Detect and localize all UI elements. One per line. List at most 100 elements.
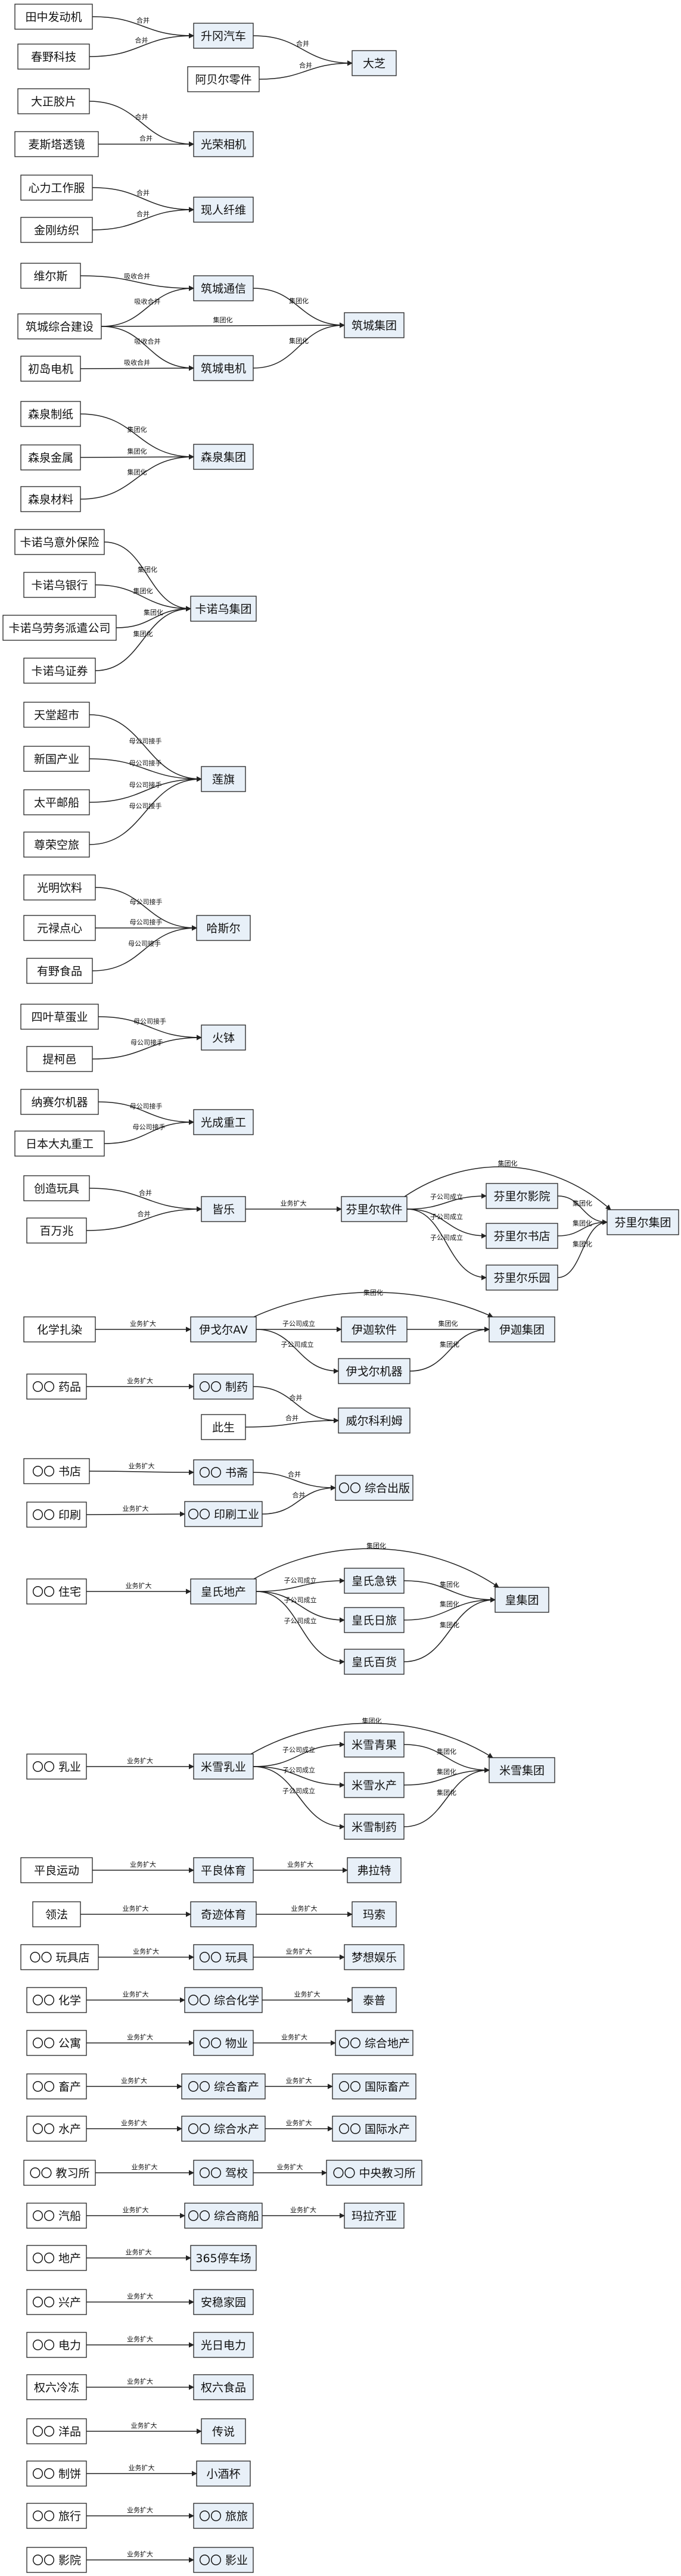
company-node-box: [26, 2418, 87, 2444]
company-node-hirayoshi: 平良运动: [20, 1857, 93, 1883]
company-node-box: [193, 1753, 254, 1780]
company-node-box: [344, 1607, 405, 1633]
company-node-box: [20, 401, 81, 427]
company-node-ou-g: 皇集团: [495, 1587, 549, 1613]
company-node-box: [190, 1316, 257, 1342]
company-node-oo-chem: 〇〇 化学: [26, 1987, 87, 2013]
company-node-nasel: 纳赛尔机器: [20, 1089, 99, 1115]
edge-line: [403, 1744, 490, 1773]
company-node-oo-livestock3: 〇〇 国际畜产: [332, 2073, 416, 2100]
company-node-label: 皆乐: [212, 1203, 235, 1216]
company-node-ryoho: 领法: [32, 1901, 81, 1927]
company-node-label: 〇〇 驾校: [199, 2167, 248, 2180]
edge-label: 母公司接手: [133, 1123, 166, 1131]
company-node-box: [332, 2116, 416, 2142]
company-node-label: 太平邮船: [34, 796, 79, 809]
company-node-box: [26, 1502, 87, 1528]
edge-line: [95, 584, 191, 612]
company-node-box: [23, 658, 96, 684]
company-node-kanou-i: 卡诺乌意外保险: [14, 529, 105, 555]
edge-label: 业务扩大: [290, 2206, 316, 2214]
company-node-mori-g: 森泉集团: [193, 444, 254, 470]
edge-label: 业务扩大: [286, 1947, 312, 1955]
edge-oo-shoten-to-oo-shobo: 业务扩大: [89, 1462, 194, 1475]
company-node-label: 皇氏急铁: [352, 1575, 397, 1588]
company-node-box: [20, 444, 81, 471]
edge-kiseki-to-masu: 业务扩大: [256, 1904, 353, 1917]
edge-ou-rail-to-ou-g: 集团化: [403, 1580, 496, 1603]
edge-line: [89, 101, 194, 147]
company-node-label: 森泉材料: [28, 493, 73, 506]
company-node-tendo: 天堂超市: [23, 702, 90, 728]
company-node-oo-toy: 〇〇 玩具店: [20, 1944, 99, 1970]
edge-igor-machine-to-ijiro-g: 集团化: [409, 1326, 490, 1372]
company-node-oo-pub: 〇〇 综合出版: [335, 1475, 413, 1501]
company-node-box: [193, 23, 254, 49]
company-node-box: [181, 2073, 266, 2100]
edge-line: [253, 1386, 339, 1424]
edge-label: 集团化: [440, 1580, 459, 1588]
company-node-box: [23, 874, 96, 901]
company-node-label: 现人纤维: [201, 204, 246, 217]
company-node-konichi: 光日电力: [193, 2332, 254, 2358]
company-node-label: 创造玩具: [34, 1182, 79, 1195]
company-node-label: 〇〇 书店: [32, 1465, 81, 1478]
company-node-genjin: 现人纤维: [193, 197, 254, 223]
edge-finl-book-to-finl-g: 集团化: [557, 1219, 608, 1236]
company-node-oo-drv2: 〇〇 驾校: [193, 2160, 254, 2186]
company-node-box: [23, 831, 90, 858]
company-node-box: [26, 2332, 87, 2358]
edge-ryoho-to-kiseki: 业务扩大: [80, 1904, 191, 1917]
company-node-box: [26, 1217, 87, 1244]
edge-label: 子公司成立: [281, 1340, 314, 1348]
company-node-label: 芬里尔集团: [614, 1216, 671, 1229]
edge-label: 集团化: [128, 468, 147, 476]
edge-label: 业务扩大: [294, 1990, 321, 1998]
edge-label: 子公司成立: [430, 1234, 463, 1242]
company-node-taihei: 太平邮船: [23, 789, 90, 815]
edge-label: 合并: [293, 1491, 306, 1499]
edge-label: 集团化: [573, 1199, 592, 1207]
company-node-label: 〇〇 畜产: [32, 2080, 81, 2094]
edge-label: 集团化: [439, 1319, 458, 1328]
company-node-oo-tour2: 〇〇 旅旅: [193, 2503, 254, 2529]
company-node-box: [193, 1459, 254, 1485]
company-node-box: [20, 1857, 93, 1883]
company-node-label: 〇〇 制药: [199, 1381, 248, 1394]
edge-oo-chem2-to-taipu: 业务扩大: [262, 1990, 353, 2003]
company-node-label: 天堂超市: [34, 709, 79, 722]
edge-sonei-to-rengi: 母公司接手: [89, 776, 202, 845]
company-node-rengi: 莲旗: [201, 766, 246, 792]
company-node-label: 领法: [45, 1908, 68, 1921]
edge-ou-land-to-ou-g: 集团化: [253, 1541, 499, 1588]
edge-igor-av-to-ijiro-soft: 子公司成立: [256, 1319, 342, 1332]
edge-label: 母公司接手: [129, 759, 162, 767]
edge-label: 业务扩大: [131, 2421, 157, 2429]
edge-label: 子公司成立: [282, 1787, 315, 1795]
edge-label: 业务扩大: [132, 2163, 158, 2171]
company-node-label: 卡诺乌证券: [31, 665, 88, 678]
company-node-oo-livestock2: 〇〇 综合畜产: [181, 2073, 266, 2100]
edge-oo-ship-to-oo-trade: 业务扩大: [86, 2206, 185, 2219]
company-node-label: 筑城电机: [201, 362, 246, 375]
company-node-oo-bread: 〇〇 制饼: [26, 2460, 87, 2487]
edge-oo-drug-to-oo-seiyaku: 业务扩大: [86, 1376, 194, 1390]
company-node-finl-book: 芬里尔书店: [486, 1223, 558, 1249]
edge-mx-pharma-to-mx-g: 集团化: [403, 1767, 490, 1827]
company-node-hatsuma: 初岛电机: [20, 356, 81, 382]
edge-line: [101, 322, 345, 328]
company-node-box: [181, 2116, 266, 2142]
edge-shinriki-to-genjin: 合并: [92, 187, 194, 213]
edge-oo-insatsu-k-to-oo-pub: 合并: [262, 1485, 336, 1515]
company-node-label: 芬里尔软件: [346, 1203, 402, 1216]
edge-line: [557, 1219, 608, 1236]
edge-mx-milk-to-mx-pharma: 子公司成立: [253, 1766, 345, 1830]
edge-sozo-to-kairaku: 合并: [89, 1188, 202, 1212]
company-node-box: [26, 2289, 87, 2315]
edge-oo-apt-to-oo-prop: 业务扩大: [86, 2033, 194, 2046]
edge-teiri-to-hibachi: 母公司接手: [92, 1035, 202, 1060]
company-node-box: [23, 915, 96, 941]
edge-line: [256, 1591, 345, 1623]
company-node-finl-soft: 芬里尔软件: [341, 1196, 408, 1222]
edge-line: [89, 776, 202, 803]
